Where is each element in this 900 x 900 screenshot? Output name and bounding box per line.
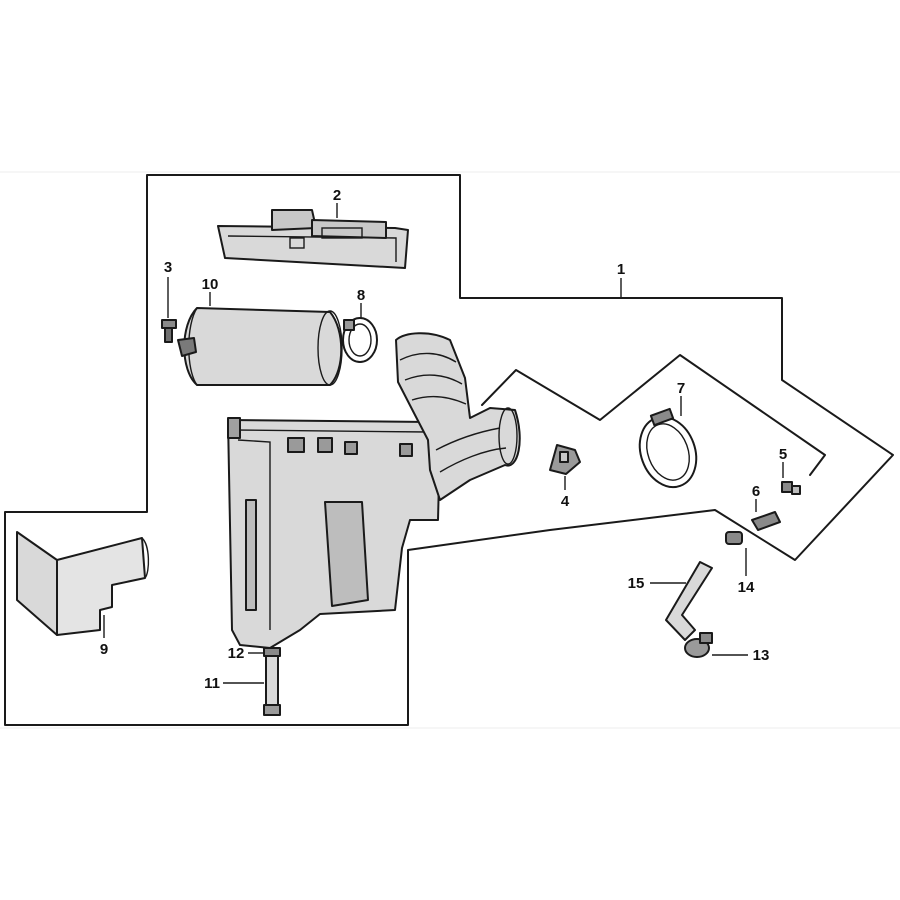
callout-15: 15 [628, 575, 645, 592]
assembly-boundary [4, 174, 894, 726]
hose-clamp-7 [638, 407, 698, 489]
screw [161, 319, 177, 343]
intake-duct [395, 332, 521, 501]
callout-5: 5 [779, 446, 787, 463]
hose-clamp-8 [342, 317, 378, 363]
callout-14: 14 [738, 579, 755, 596]
small-parts-boundary [481, 354, 826, 476]
clip-4 [549, 444, 581, 475]
small-clip-6 [751, 511, 781, 531]
callout-1: 1 [617, 261, 625, 278]
airbox-cover [217, 209, 409, 269]
callout-3: 3 [164, 259, 172, 276]
callout-11: 11 [204, 675, 220, 692]
air-filter-element [183, 307, 343, 386]
callout-8: 8 [357, 287, 365, 304]
drain-plug-12 [263, 647, 281, 657]
filter-fastener [177, 337, 197, 357]
small-clamp-14 [725, 531, 743, 545]
callout-4: 4 [561, 493, 570, 510]
callout-13: 13 [753, 647, 770, 664]
callout-6: 6 [752, 483, 760, 500]
callout-12: 12 [228, 645, 245, 662]
callout-10: 10 [202, 276, 219, 293]
callout-2: 2 [333, 187, 341, 204]
callout-7: 7 [677, 380, 685, 397]
hose-clamp-13 [684, 632, 713, 658]
drain-tube-11 [263, 651, 281, 716]
drain-hose-15 [665, 561, 713, 641]
callout-9: 9 [100, 641, 108, 658]
small-fitting-5 [781, 481, 801, 495]
bracket-plate [16, 531, 150, 636]
